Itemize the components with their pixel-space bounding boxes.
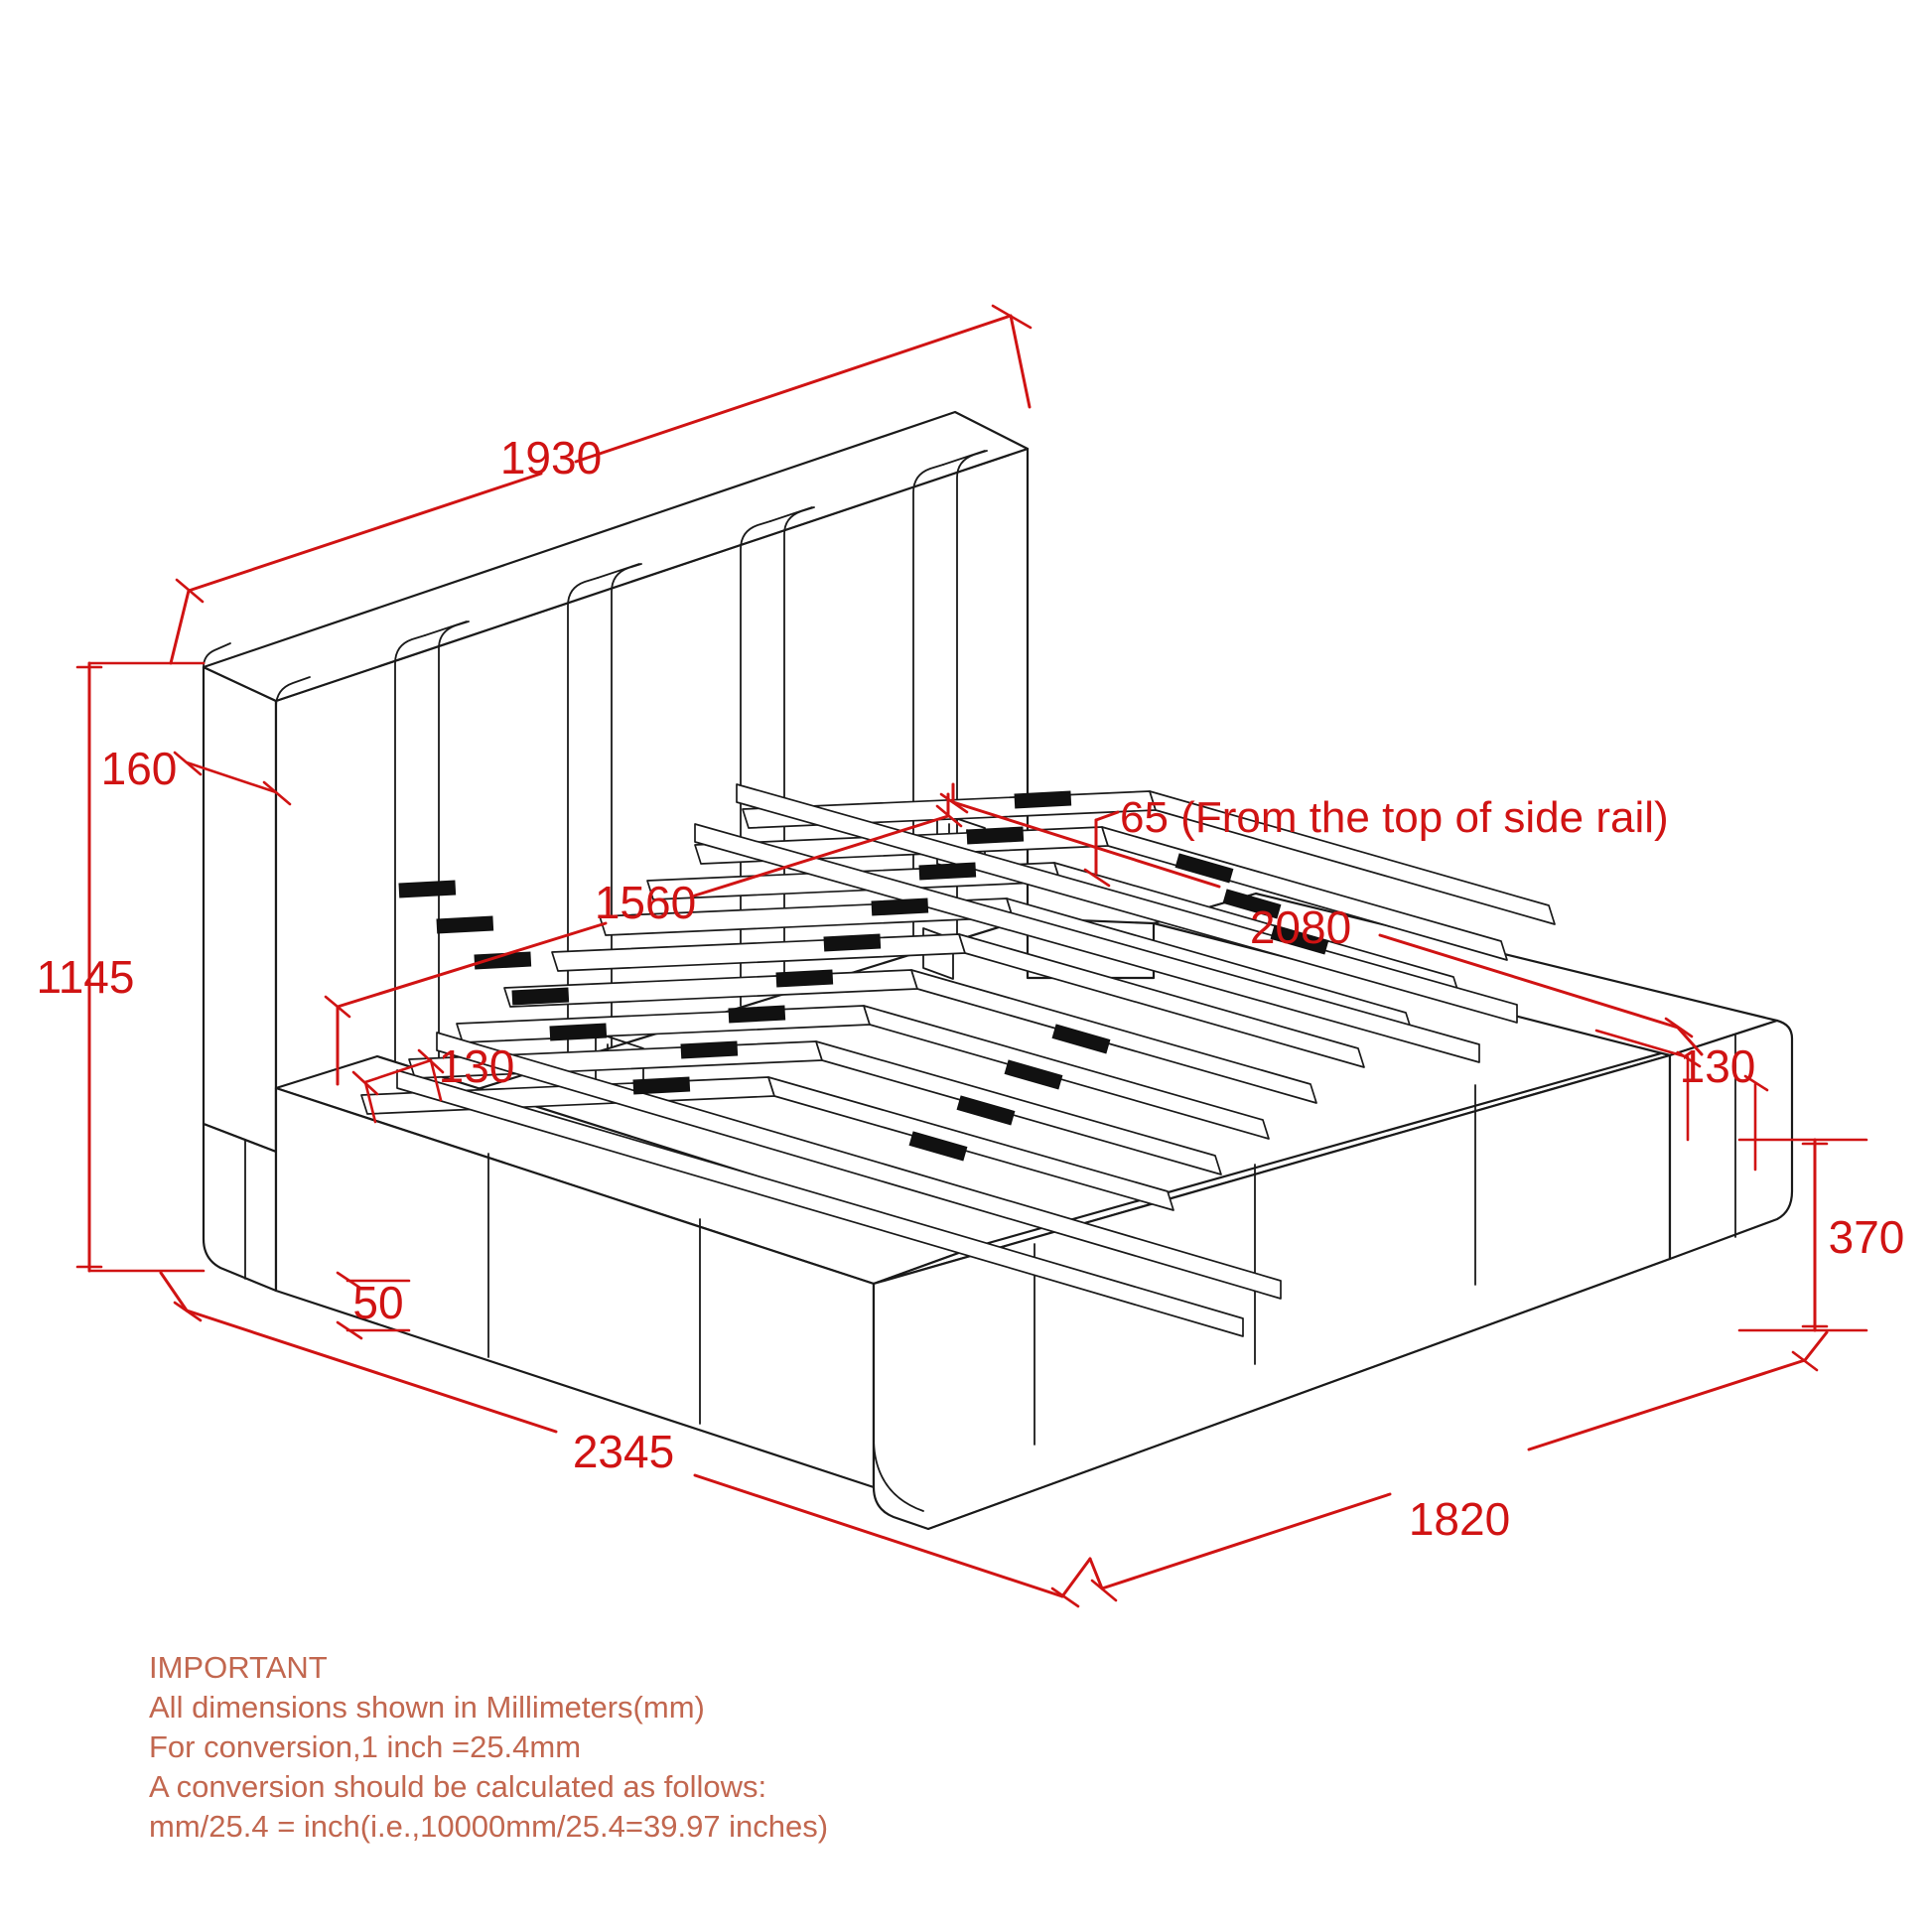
dimension-channel-drop xyxy=(173,751,292,806)
notes-heading: IMPORTANT xyxy=(149,1650,328,1685)
slat-platform xyxy=(360,783,1556,1337)
dimension-label-interior-length: 2080 xyxy=(1250,901,1351,953)
notes-line-3: A conversion should be calculated as fol… xyxy=(149,1769,766,1804)
headboard-lower-post xyxy=(202,1122,278,1293)
dimension-label-overall-length: 2345 xyxy=(573,1426,674,1477)
dimension-annotations: 1930 160 1560 1145 65 (From the top of s… xyxy=(37,304,1905,1608)
dimension-overall-length xyxy=(159,1271,1092,1608)
dimension-headboard-width xyxy=(169,304,1033,665)
notes-line-1: All dimensions shown in Millimeters(mm) xyxy=(149,1690,705,1725)
headboard-front-face xyxy=(202,410,1030,1154)
dimension-label-rail-width-left: 130 xyxy=(439,1040,515,1092)
notes-line-4: mm/25.4 = inch(i.e.,10000mm/25.4=39.97 i… xyxy=(149,1809,828,1844)
important-notes-block: IMPORTANT All dimensions shown in Millim… xyxy=(149,1650,828,1844)
notes-line-2: For conversion,1 inch =25.4mm xyxy=(149,1729,581,1764)
dimension-interior-length xyxy=(939,782,1704,1056)
dimension-label-base-height: 370 xyxy=(1829,1211,1905,1263)
dimension-label-slat-height: 65 (From the top of side rail) xyxy=(1120,793,1669,842)
right-side-rail xyxy=(1152,892,1794,1261)
slat-connector-straps xyxy=(398,790,1329,1162)
dimension-rail-width-left xyxy=(351,1048,445,1124)
headboard-left-end xyxy=(202,642,278,1154)
dimension-base-inset xyxy=(336,1271,411,1340)
left-side-rail xyxy=(274,1054,980,1489)
dimension-base-height xyxy=(1737,1138,1868,1332)
dimension-label-overall-width: 1820 xyxy=(1409,1493,1510,1545)
dimension-label-overall-height: 1145 xyxy=(37,951,135,1003)
dimension-overall-height xyxy=(75,661,206,1273)
dimension-label-channel-drop: 160 xyxy=(101,743,178,794)
center-support-beams xyxy=(396,783,1518,1337)
dimension-rail-width-right xyxy=(1594,1029,1769,1172)
dimension-label-rail-width-right: 130 xyxy=(1680,1040,1756,1092)
bed-geometry xyxy=(202,410,1794,1531)
dimension-label-base-inset: 50 xyxy=(352,1277,403,1328)
dimension-overall-width xyxy=(1088,1330,1829,1602)
dimension-panel-width xyxy=(324,792,963,1086)
dimension-label-panel-width: 1560 xyxy=(595,877,696,928)
dimension-label-headboard-width: 1930 xyxy=(500,432,602,483)
